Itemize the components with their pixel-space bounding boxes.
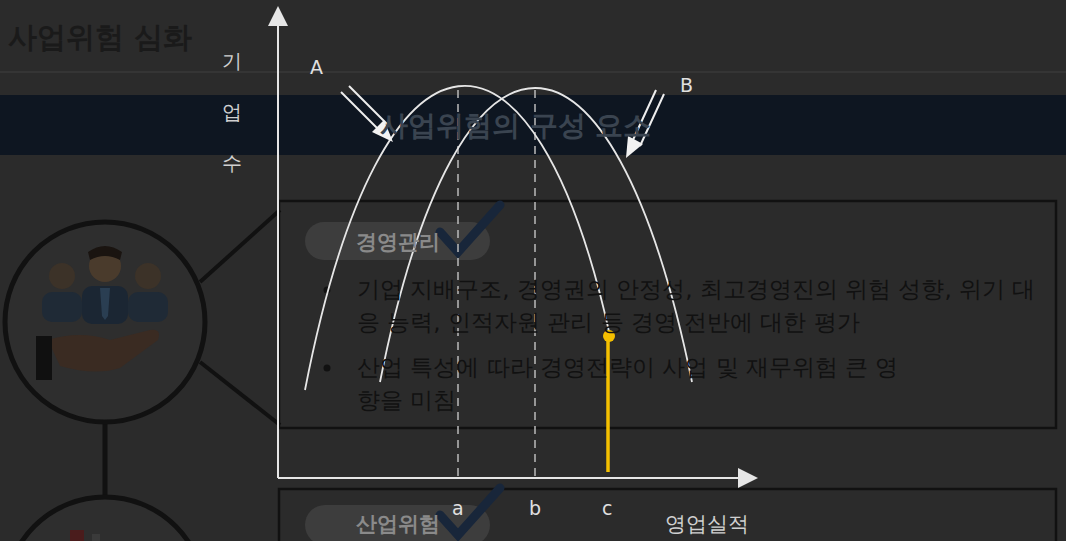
bullet-text: 산업 특성에 따라 경영전략이 사업 및 재무위험 큰 영향을 미침: [357, 351, 917, 417]
leader-line: [103, 422, 108, 497]
title-rule: [0, 71, 1066, 73]
box-outline: [279, 489, 1056, 541]
check-mark: [440, 205, 500, 252]
x-axis: [278, 477, 748, 479]
pill-heading: 경영관리: [305, 224, 490, 260]
band-heading: 사업위험의 구성 요소: [380, 107, 800, 145]
bullet-dot: [324, 365, 331, 372]
icon-circle: [5, 222, 205, 422]
header-band: 사업위험의 구성 요소: [0, 95, 1066, 155]
axis-label: 기업수: [222, 36, 242, 189]
axis-label: 영업실적: [665, 510, 749, 538]
tick-label: b: [529, 497, 541, 519]
header-band: [0, 95, 1066, 155]
curve-label: A: [310, 56, 323, 78]
leader-line: [200, 210, 280, 282]
tick-label: c: [602, 497, 612, 519]
content-box: 경영관리기업 지배구조, 경영권의 안정성, 최고경영진의 위험 성향, 위기 …: [279, 201, 1056, 428]
check-mark: [440, 488, 500, 535]
box-outline: [279, 201, 1056, 428]
icon-circle: [5, 497, 205, 541]
people-icon: [36, 246, 168, 380]
y-axis: [277, 16, 279, 478]
leader-line: [200, 362, 280, 425]
industry-icon: [70, 530, 100, 541]
title-bar: [0, 0, 1066, 72]
tick-label: a: [452, 497, 464, 519]
bullet-text: 기업 지배구조, 경영권의 안정성, 최고경영진의 위험 성향, 위기 대응 능…: [357, 273, 1037, 339]
curve-label: B: [680, 74, 693, 96]
slide-title: 사업위험 심화: [8, 18, 192, 58]
